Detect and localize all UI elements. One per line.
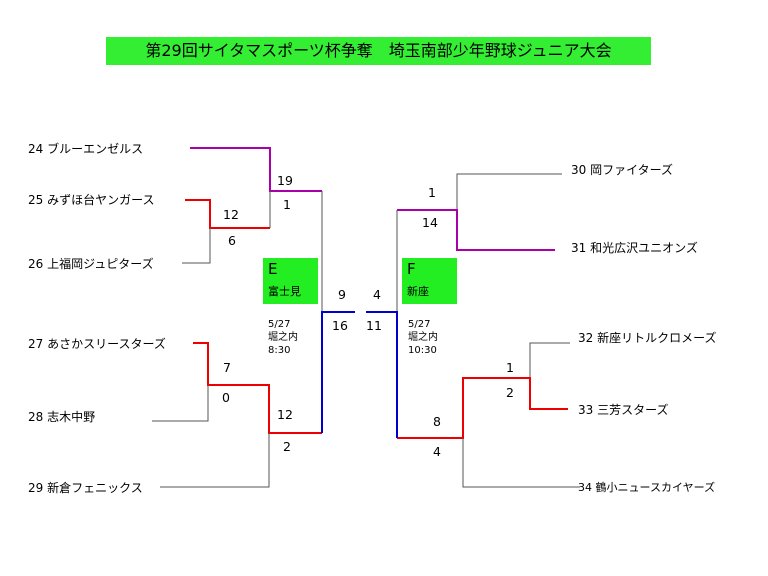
line-team-24 bbox=[190, 147, 322, 192]
score-24: 19 bbox=[277, 173, 293, 188]
line-team-33 bbox=[397, 377, 568, 439]
group-e-box: E 富士見 bbox=[263, 258, 318, 304]
team-25: 25 みずほ台ヤンガース bbox=[28, 193, 155, 207]
line-left-winner bbox=[321, 311, 355, 433]
score-left-final-top: 9 bbox=[338, 287, 346, 302]
right-game-venue: 堀之内 bbox=[408, 332, 438, 343]
line-team-30 bbox=[456, 173, 562, 210]
group-e-letter: E bbox=[268, 260, 278, 278]
team-27: 27 あさかスリースターズ bbox=[28, 337, 166, 351]
score-r4-top: 12 bbox=[277, 407, 293, 422]
line-team-25 bbox=[185, 199, 270, 229]
team-24: 24 ブルーエンゼルス bbox=[28, 142, 144, 156]
team-29: 29 新倉フェニックス bbox=[28, 481, 143, 495]
score-right-final-top: 4 bbox=[373, 287, 381, 302]
line-team-31 bbox=[397, 209, 555, 251]
line-team-27 bbox=[193, 342, 322, 434]
left-game-time: 8:30 bbox=[268, 345, 291, 356]
line-team-28 bbox=[152, 385, 209, 422]
score-28: 0 bbox=[222, 390, 230, 405]
team-34: 34 鶴小ニュースカイヤーズ bbox=[578, 481, 716, 494]
score-26: 6 bbox=[228, 233, 236, 248]
line-team-29 bbox=[160, 433, 270, 488]
group-e-site: 富士見 bbox=[268, 285, 301, 298]
score-r2-bottom: 1 bbox=[283, 197, 291, 212]
group-f-letter: F bbox=[407, 260, 416, 278]
left-game-date: 5/27 bbox=[268, 319, 291, 330]
right-game-date: 5/27 bbox=[408, 319, 431, 330]
team-31: 31 和光広沢ユニオンズ bbox=[571, 241, 698, 255]
left-game-venue: 堀之内 bbox=[268, 332, 298, 343]
score-33: 2 bbox=[506, 385, 514, 400]
right-game-time: 10:30 bbox=[408, 345, 437, 356]
line-team-26 bbox=[182, 228, 211, 264]
team-33: 33 三芳スターズ bbox=[578, 403, 669, 417]
score-27: 7 bbox=[223, 360, 231, 375]
score-r3-top: 8 bbox=[433, 414, 441, 429]
score-30: 1 bbox=[428, 185, 436, 200]
team-30: 30 岡ファイターズ bbox=[571, 163, 674, 177]
line-team-34 bbox=[462, 438, 580, 488]
team-28: 28 志木中野 bbox=[28, 410, 96, 424]
score-right-final-bottom: 11 bbox=[366, 318, 382, 333]
score-29: 2 bbox=[283, 439, 291, 454]
group-f-box: F 新座 bbox=[402, 258, 457, 304]
tournament-title: 第29回サイタマスポーツ杯争奪 埼玉南部少年野球ジュニア大会 bbox=[106, 37, 651, 65]
score-31: 14 bbox=[422, 215, 438, 230]
left-game-info: 5/27 堀之内 8:30 bbox=[268, 318, 298, 357]
line-team-32 bbox=[529, 342, 570, 378]
line-right-winner bbox=[366, 311, 398, 438]
team-32: 32 新座リトルクロメーズ bbox=[578, 331, 717, 345]
team-26: 26 上福岡ジュピターズ bbox=[28, 257, 154, 271]
score-32: 1 bbox=[506, 360, 514, 375]
score-25: 12 bbox=[223, 207, 239, 222]
score-left-final-bottom: 16 bbox=[332, 318, 348, 333]
right-game-info: 5/27 堀之内 10:30 bbox=[408, 318, 438, 357]
score-34: 4 bbox=[433, 444, 441, 459]
group-f-site: 新座 bbox=[407, 285, 429, 298]
